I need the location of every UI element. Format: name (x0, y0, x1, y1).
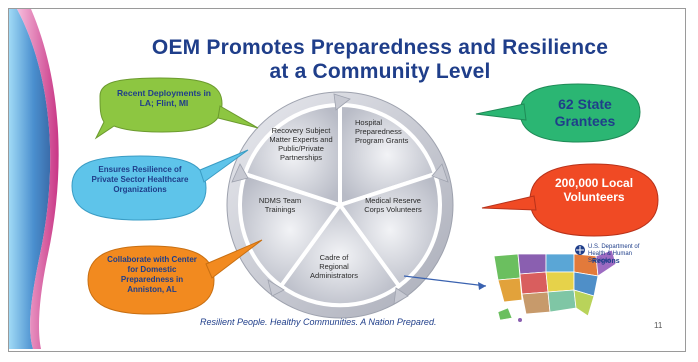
segment-label-recovery: Recovery Subject Matter Experts and Publ… (269, 126, 333, 162)
segment-label-cadre: Cadre of Regional Administrators (310, 253, 358, 280)
wedge-cadre (278, 201, 402, 308)
map-label-regions: Regions (592, 258, 620, 265)
slide-title-line2: at a Community Level (269, 60, 491, 83)
bubble-text-grantees: 62 State Grantees (554, 96, 616, 129)
wedge-mrc (336, 171, 443, 289)
slide-title-line1: OEM Promotes Preparedness and Resilience (151, 36, 609, 59)
bubble-text-volunteers: 200,000 Local Volunteers (554, 176, 634, 204)
bubble-text-collaborate: Collaborate with Center for Domestic Pre… (107, 255, 197, 294)
arrow-to-map (403, 275, 487, 287)
bubble-collaborate (87, 245, 215, 315)
slide-footer-tagline: Resilient People. Healthy Communities. A… (200, 317, 437, 327)
cycle-wheel (226, 91, 454, 319)
hhs-eagle-icon (575, 245, 585, 255)
page-number: 11 (654, 321, 663, 330)
bubble-volunteers (529, 163, 659, 237)
bubble-resilience (71, 155, 207, 221)
segment-label-hospital: Hospital Preparedness Program Grants (355, 118, 409, 145)
bubble-text-deployments: Recent Deployments in LA; Flint, MI (117, 88, 211, 108)
wedge-recovery (242, 102, 342, 208)
decorative-ribbon (9, 9, 59, 349)
segment-label-ndms: NDMS Team Trainings (258, 196, 302, 214)
wedge-ndms (237, 171, 344, 289)
bubble-deployments (94, 77, 223, 140)
segment-label-mrc: Medical Reserve Corps Volunteers (364, 196, 422, 214)
map-header: U.S. Department of Health & Human Servic… (588, 244, 640, 264)
bubble-grantees (519, 83, 641, 143)
us-regions-map (493, 249, 617, 322)
bubble-text-resilience: Ensures Resilience of Private Sector Hea… (91, 165, 189, 194)
